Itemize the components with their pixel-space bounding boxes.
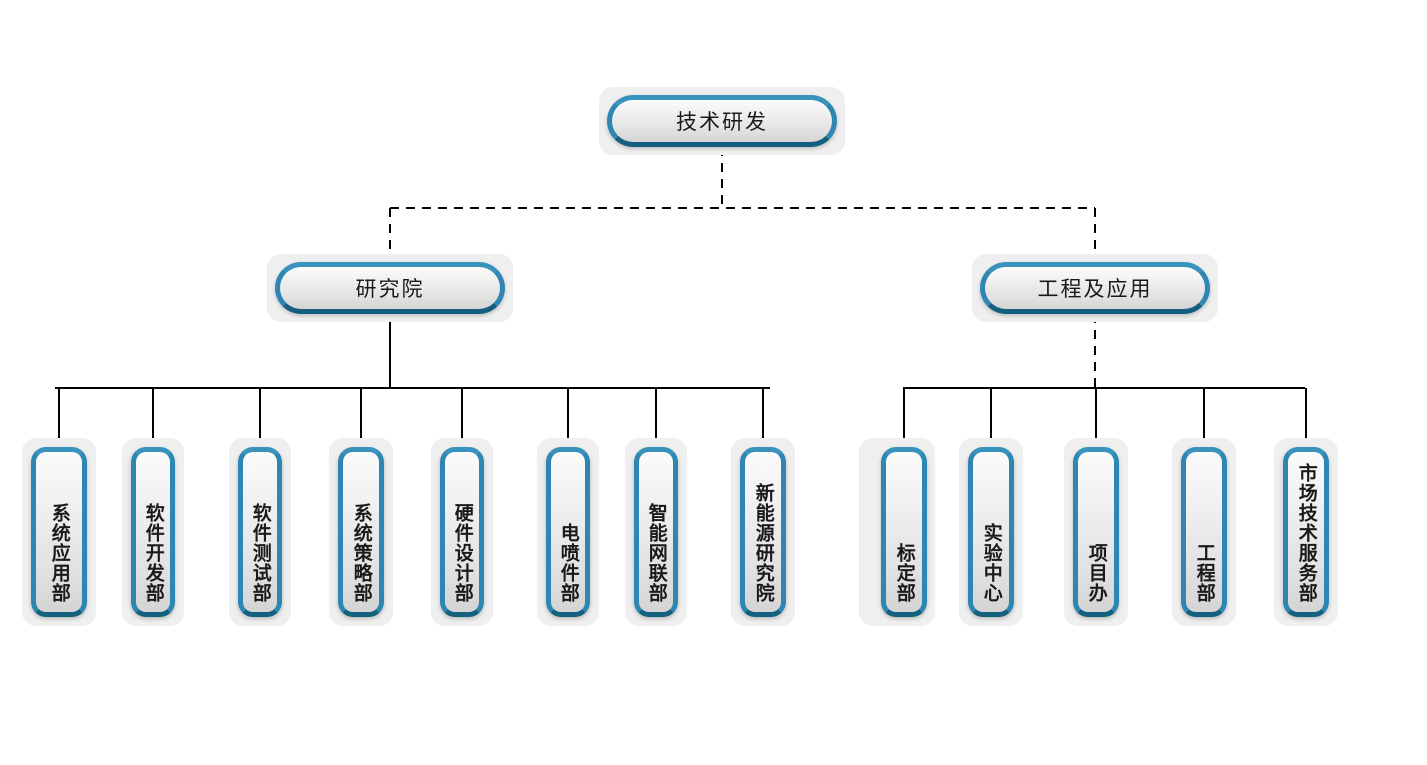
leaf-node-0-7-label: 新能源研究院 (752, 483, 775, 603)
leaf-node-1-2-label: 项目办 (1085, 543, 1108, 603)
leaf-node-0-3-label: 系统策略部 (350, 503, 373, 603)
leaf-node-0-2[interactable]: 软件测试部 (238, 447, 282, 617)
leaf-node-0-2-label: 软件测试部 (249, 503, 272, 603)
leaf-node-1-3[interactable]: 工程部 (1181, 447, 1227, 617)
leaf-node-0-0-label: 系统应用部 (48, 503, 71, 603)
leaf-node-0-1-label: 软件开发部 (142, 503, 165, 603)
leaf-node-0-3[interactable]: 系统策略部 (338, 447, 384, 617)
leaf-node-1-2[interactable]: 项目办 (1073, 447, 1119, 617)
leaf-node-1-0-label: 标定部 (893, 543, 916, 603)
leaf-node-0-6-label: 智能网联部 (645, 503, 668, 603)
leaf-node-1-1[interactable]: 实验中心 (968, 447, 1014, 617)
leaf-node-0-0[interactable]: 系统应用部 (31, 447, 87, 617)
branch-node-research-institute[interactable]: 研究院 (275, 262, 505, 314)
branch-node-research-institute-label: 研究院 (355, 277, 425, 301)
leaf-node-1-3-label: 工程部 (1193, 543, 1216, 603)
root-node-label: 技术研发 (676, 110, 768, 134)
leaf-node-1-4-label: 市场技术服务部 (1295, 463, 1318, 603)
leaf-node-0-7[interactable]: 新能源研究院 (740, 447, 786, 617)
leaf-node-1-1-label: 实验中心 (980, 523, 1003, 603)
leaf-node-0-4[interactable]: 硬件设计部 (440, 447, 484, 617)
branch-node-engineering-application-label: 工程及应用 (1037, 277, 1153, 301)
leaf-node-0-5-label: 电喷件部 (557, 523, 580, 603)
leaf-node-0-4-label: 硬件设计部 (451, 503, 474, 603)
leaf-node-0-6[interactable]: 智能网联部 (634, 447, 678, 617)
root-node[interactable]: 技术研发 (607, 95, 837, 147)
leaf-node-0-5[interactable]: 电喷件部 (546, 447, 590, 617)
branch-node-engineering-application[interactable]: 工程及应用 (980, 262, 1210, 314)
leaf-node-1-0[interactable]: 标定部 (881, 447, 927, 617)
leaf-node-1-4[interactable]: 市场技术服务部 (1283, 447, 1329, 617)
leaf-node-0-1[interactable]: 软件开发部 (131, 447, 175, 617)
